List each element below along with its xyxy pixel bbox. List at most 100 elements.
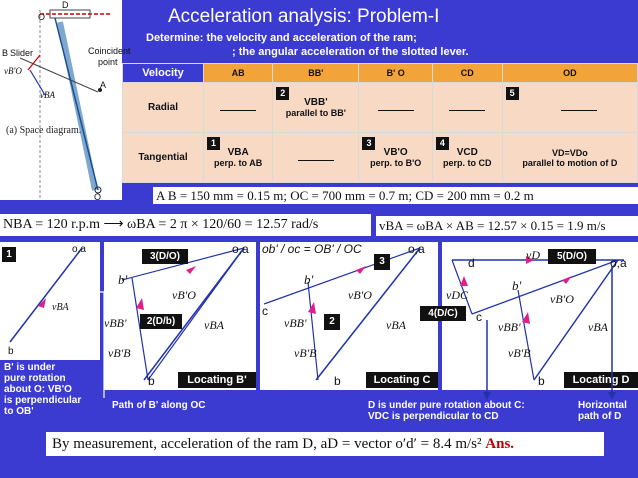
label-b: b bbox=[148, 374, 155, 388]
final-answer: By measurement, acceleration of the ram … bbox=[46, 432, 604, 456]
note-horizontal-path: Horizontal path of D bbox=[578, 400, 627, 422]
label-d: d bbox=[468, 256, 475, 270]
label-c: c bbox=[262, 304, 268, 318]
row-label-tangential: Tangential bbox=[122, 132, 204, 183]
note-line: about O: VB'O bbox=[4, 384, 72, 395]
cell-radial-ab bbox=[202, 82, 274, 133]
label-b-prime: b' bbox=[512, 278, 522, 293]
cell-desc: perp. to AB bbox=[214, 158, 263, 168]
label-vbo: vB'O bbox=[172, 288, 196, 302]
final-answer-text: By measurement, acceleration of the ram … bbox=[52, 436, 482, 452]
equation-omega: NBA = 120 r.p.m ⟶ ωBA = 2 π × 120/60 = 1… bbox=[0, 214, 371, 236]
label-d: D bbox=[62, 0, 69, 10]
label-vbo: vB'O bbox=[348, 288, 372, 302]
diagram-panel-2: 3(D/O) o,a b' vB'O 2(D/b) vBB' vBA vB'B … bbox=[104, 242, 256, 390]
cell-tangential-od: VD=VDo parallel to motion of D bbox=[501, 132, 638, 183]
note-path-b-prime: Path of B' along OC bbox=[112, 400, 206, 411]
label-oa: o,a bbox=[72, 244, 86, 255]
cell-desc: parallel to motion of D bbox=[522, 157, 618, 168]
label-o-top: O bbox=[38, 12, 46, 22]
panel-2-badge-2: 2(D/b) bbox=[140, 314, 182, 329]
cell-radial-bo bbox=[358, 82, 433, 133]
cell-value: VB'O bbox=[383, 147, 408, 158]
badge: 3 bbox=[362, 137, 376, 150]
label-b: b bbox=[334, 374, 341, 388]
label-b: b bbox=[538, 374, 545, 388]
label-vbpb: vB'B bbox=[294, 346, 317, 360]
velocity-table: Velocity AB BB' B' O CD OD Radial 2 VBB'… bbox=[122, 63, 638, 183]
label-vbpb: vB'B bbox=[508, 346, 531, 360]
dash-mark bbox=[560, 109, 597, 111]
label-vba: vBA bbox=[386, 318, 406, 332]
cell-radial-bb: 2 VBB' parallel to BB' bbox=[272, 82, 360, 133]
cell-value: VCD bbox=[456, 147, 478, 158]
subtitle-line-1: Determine: the velocity and acceleration… bbox=[146, 32, 417, 44]
label-vba: vBA bbox=[588, 320, 608, 334]
dash-mark bbox=[449, 109, 486, 111]
note-d-rotation: D is under pure rotation about C: VDC is… bbox=[368, 400, 525, 422]
label-vbo: vB'O bbox=[550, 292, 574, 306]
ratio-text: ob' / oc = OB' / OC bbox=[262, 242, 362, 256]
header-bb: BB' bbox=[272, 63, 360, 83]
header-bo: B' O bbox=[358, 63, 433, 83]
space-diagram-caption: (a) Space diagram. bbox=[6, 125, 82, 136]
badge: 5 bbox=[505, 87, 519, 100]
equation-vba: vBA = ωBA × AB = 12.57 × 0.15 = 1.9 m/s bbox=[376, 216, 638, 236]
subtitle-line-2: ; the angular acceleration of the slotte… bbox=[232, 46, 469, 58]
label-vbb: vBB' bbox=[104, 316, 127, 330]
panel-3-drawing bbox=[263, 247, 421, 381]
space-diagram-drawing bbox=[19, 9, 110, 200]
panel-3-badge-2: 2 bbox=[324, 314, 340, 330]
diagram-panel-3: ob' / oc = OB' / OC 3 o,a b' vB'O c vBB'… bbox=[260, 242, 438, 390]
label-oa: o,a bbox=[408, 242, 425, 256]
note-line: Horizontal bbox=[578, 400, 627, 411]
cell-radial-od: 5 bbox=[501, 82, 638, 133]
dash-mark bbox=[297, 159, 334, 161]
panel-2-drawing bbox=[121, 247, 245, 381]
label-vbb: vBB' bbox=[498, 320, 521, 334]
cell-radial-cd bbox=[431, 82, 503, 133]
label-b: B bbox=[2, 48, 9, 58]
label-vba: vBA bbox=[40, 90, 55, 100]
badge: 4 bbox=[435, 137, 449, 150]
note-line: to OB' bbox=[4, 406, 34, 417]
label-a: A bbox=[100, 80, 107, 90]
label-o-bottom: O bbox=[94, 192, 102, 202]
label-c: c bbox=[476, 310, 482, 324]
cell-desc: parallel to BB' bbox=[285, 108, 346, 118]
dash-mark bbox=[220, 109, 257, 111]
note-line: pure rotation bbox=[4, 373, 66, 384]
diagram-panel-1: 1 o,a vBA b bbox=[0, 242, 100, 360]
label-b-prime: b' bbox=[118, 272, 128, 287]
cell-value: VD=VDo bbox=[551, 147, 588, 158]
note-b-prime-rotation: B' is under pure rotation about O: VB'O … bbox=[4, 362, 81, 417]
panel-1-drawing bbox=[9, 247, 83, 343]
badge: 1 bbox=[207, 137, 220, 150]
label-vdc: vDC bbox=[446, 288, 468, 302]
table-row-tangential: Tangential 1 VBA perp. to AB 3 VB'O perp… bbox=[122, 132, 638, 183]
cell-tangential-bo: 3 VB'O perp. to B'O bbox=[358, 132, 433, 183]
diagram-panel-4: d vD 5(D/O) o,a b' vDC vB'O 4(D/C) c vBB… bbox=[420, 242, 638, 390]
label-slider: Slider bbox=[10, 48, 34, 58]
panel-4-badge-2: 4(D/C) bbox=[420, 306, 466, 321]
note-line: VDC is perpendicular to CD bbox=[368, 411, 499, 422]
label-b-prime: b' bbox=[304, 272, 314, 287]
label-oa: o,a bbox=[232, 242, 249, 256]
panel-4-badge: 5(D/O) bbox=[548, 249, 596, 264]
panel-3-badge: 3 bbox=[374, 254, 390, 270]
space-diagram: D O B Slider Coincident point vB'O vBA A… bbox=[0, 0, 131, 202]
panel-1-badge: 1 bbox=[2, 247, 16, 262]
note-line: B' is under bbox=[4, 362, 56, 373]
cell-desc: perp. to CD bbox=[443, 158, 492, 168]
label-point: point bbox=[98, 57, 118, 67]
label-b: b bbox=[8, 346, 14, 357]
cell-tangential-bb bbox=[272, 132, 360, 183]
row-label-radial: Radial bbox=[122, 82, 204, 133]
note-line: D is under pure rotation about C: bbox=[368, 400, 525, 411]
dimensions-line: A B = 150 mm = 0.15 m; OC = 700 mm = 0.7… bbox=[153, 187, 638, 204]
label-oa: o,a bbox=[610, 256, 627, 270]
label-vbb: vBB' bbox=[284, 316, 307, 330]
locating-d-label: Locating D bbox=[564, 372, 638, 388]
note-line: path of D bbox=[578, 411, 622, 422]
